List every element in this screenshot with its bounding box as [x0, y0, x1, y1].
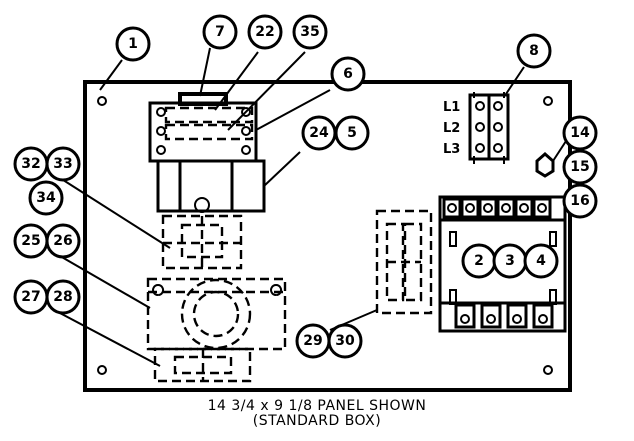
svg-text:33: 33 [53, 156, 72, 172]
terminal-label-l1: L1 [443, 100, 460, 115]
base-relay [153, 347, 252, 383]
callout-27: 27 [13, 279, 49, 315]
callout-26: 26 [45, 223, 81, 259]
callout-15: 15 [562, 149, 598, 185]
callout-28: 28 [45, 279, 81, 315]
callout-22: 22 [247, 14, 283, 50]
caption-box-type: (STANDARD BOX) [252, 413, 382, 429]
svg-text:5: 5 [347, 125, 357, 141]
contactor [438, 195, 567, 333]
motor-housing [146, 277, 287, 351]
callout-34: 34 [28, 180, 64, 216]
svg-text:8: 8 [529, 43, 539, 59]
svg-text:30: 30 [335, 333, 355, 349]
svg-text:34: 34 [36, 190, 56, 206]
callout-25: 25 [13, 223, 49, 259]
callout-7: 7 [202, 14, 238, 50]
svg-text:6: 6 [343, 66, 353, 82]
svg-text:1: 1 [128, 36, 138, 52]
callout-16: 16 [562, 183, 598, 219]
svg-text:22: 22 [255, 24, 274, 40]
svg-text:4: 4 [536, 253, 546, 269]
callout-6: 6 [330, 56, 366, 92]
callout-5: 5 [334, 115, 370, 151]
caption-panel-size: 14 3/4 x 9 1/8 PANEL SHOWN [207, 398, 427, 414]
callout-24: 24 [301, 115, 337, 151]
callout-32: 32 [13, 146, 49, 182]
relay-block [161, 214, 243, 270]
callout-35: 35 [292, 14, 328, 50]
panel-mounting-holes [97, 96, 553, 375]
terminal-label-l3: L3 [443, 142, 460, 157]
svg-text:27: 27 [21, 289, 40, 305]
leader-lines [57, 47, 569, 367]
terminal-label-l2: L2 [443, 121, 460, 136]
callout-3: 3 [492, 243, 528, 279]
svg-text:26: 26 [53, 233, 72, 249]
svg-text:29: 29 [303, 333, 322, 349]
svg-text:28: 28 [53, 289, 72, 305]
callout-2: 2 [461, 243, 497, 279]
callout-29: 29 [295, 323, 331, 359]
fuse-block [148, 92, 258, 163]
svg-text:14: 14 [570, 125, 590, 141]
svg-text:24: 24 [309, 125, 329, 141]
callout-33: 33 [45, 146, 81, 182]
svg-text:15: 15 [570, 159, 589, 175]
callout-30: 30 [327, 323, 363, 359]
terminal-strip [468, 92, 510, 164]
dashed-terminal-block [375, 209, 433, 315]
callout-14: 14 [562, 115, 598, 151]
callout-4: 4 [523, 243, 559, 279]
svg-text:2: 2 [474, 253, 484, 269]
transformer [156, 159, 266, 213]
svg-text:25: 25 [21, 233, 40, 249]
svg-text:16: 16 [570, 193, 589, 209]
callout-1: 1 [115, 26, 151, 62]
svg-text:3: 3 [505, 253, 515, 269]
svg-text:35: 35 [300, 24, 319, 40]
panel-outline [83, 80, 572, 392]
ground-lug [535, 152, 555, 178]
svg-text:32: 32 [21, 156, 40, 172]
svg-text:7: 7 [215, 24, 225, 40]
callout-8: 8 [516, 33, 552, 69]
